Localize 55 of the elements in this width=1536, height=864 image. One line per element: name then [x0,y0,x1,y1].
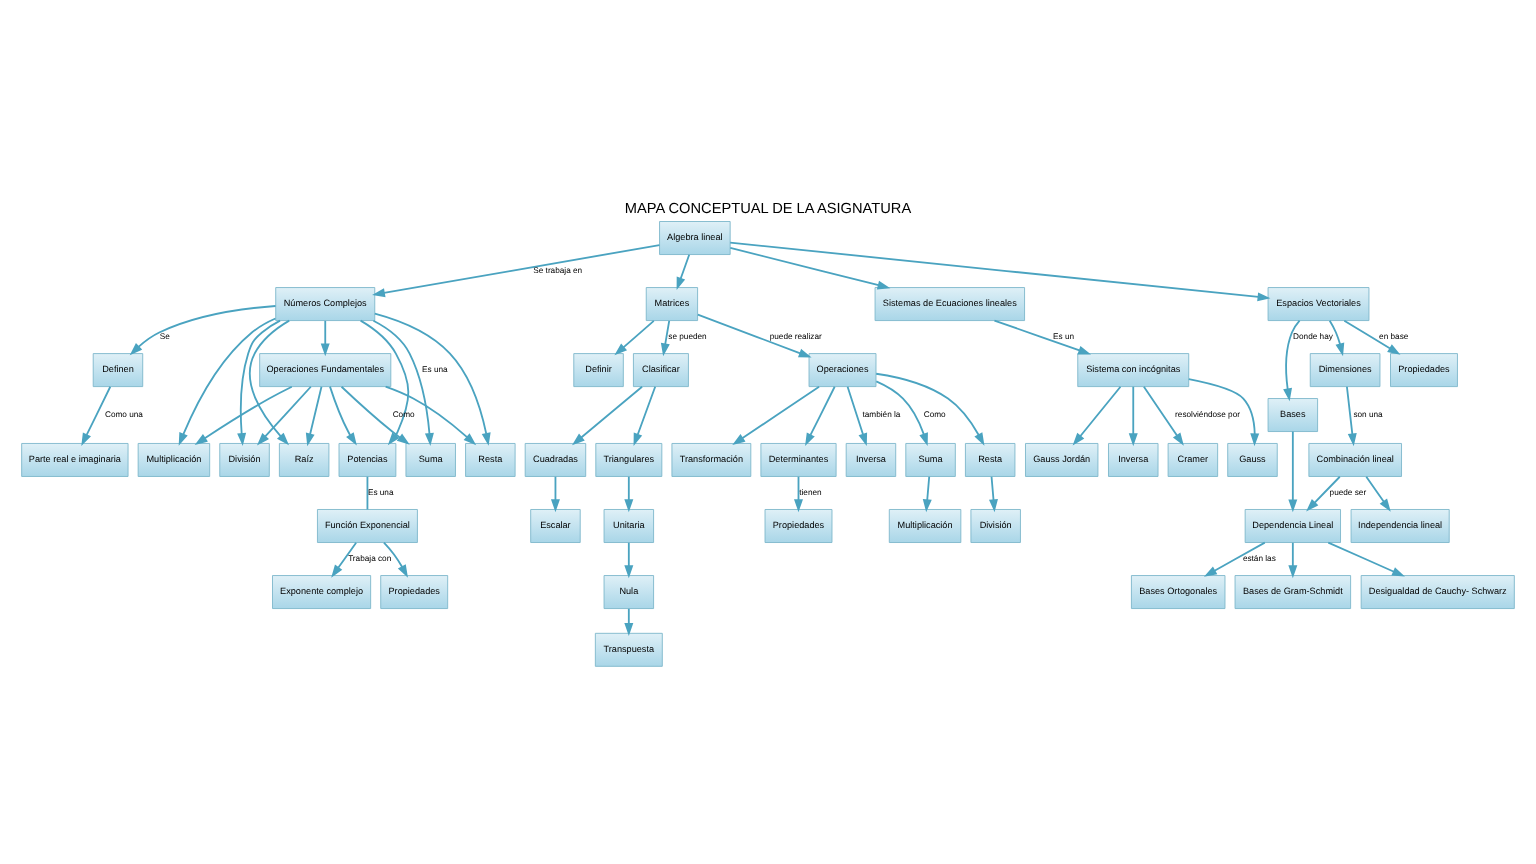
arrow [1072,385,1122,446]
arrow [624,475,634,513]
arrow [340,385,410,445]
arrow [257,385,312,446]
arrow [993,319,1092,355]
arrow [732,385,820,445]
arrow [372,244,661,298]
arrow [1328,319,1345,357]
arrow [237,319,281,446]
arrow [633,385,657,447]
arrow [1288,430,1298,513]
arrow [729,246,891,290]
arrow [1306,475,1341,512]
arrow [614,319,655,356]
arrow [329,385,357,446]
arrow [696,313,812,358]
arrow [676,253,691,291]
arrow [660,319,671,357]
arrow [1203,541,1266,577]
arrow [805,385,836,446]
arrow [1143,385,1184,446]
arrow [624,541,634,579]
arrow [846,385,868,447]
arrow [729,241,1271,302]
arrow [331,541,357,578]
arrow [320,319,330,357]
arrow [178,317,277,446]
arrow [572,385,643,446]
arrow [373,312,491,446]
arrow [922,475,932,513]
arrow [1346,385,1357,447]
arrow [875,380,928,446]
arrow [383,541,408,578]
arrow [989,475,998,513]
arrow [384,385,477,446]
arrow [1365,475,1391,512]
arrow [129,305,277,356]
connector [366,475,369,511]
arrow [794,475,803,513]
arrow [1327,541,1405,577]
arrow [624,607,634,636]
arrow [81,385,112,446]
arrow [1187,378,1260,447]
arrow [248,319,291,446]
arrow [194,385,293,445]
arrow [1343,319,1401,355]
arrow [1283,319,1301,402]
arrow [1288,541,1298,579]
arrow [305,385,323,447]
arrow [550,475,560,513]
diagram-title: MAPA CONCEPTUAL DE LA ASIGNATURA [624,199,912,218]
arrow [1128,385,1138,447]
arrow [359,319,410,446]
arrow [372,319,434,446]
arrow [875,372,985,446]
